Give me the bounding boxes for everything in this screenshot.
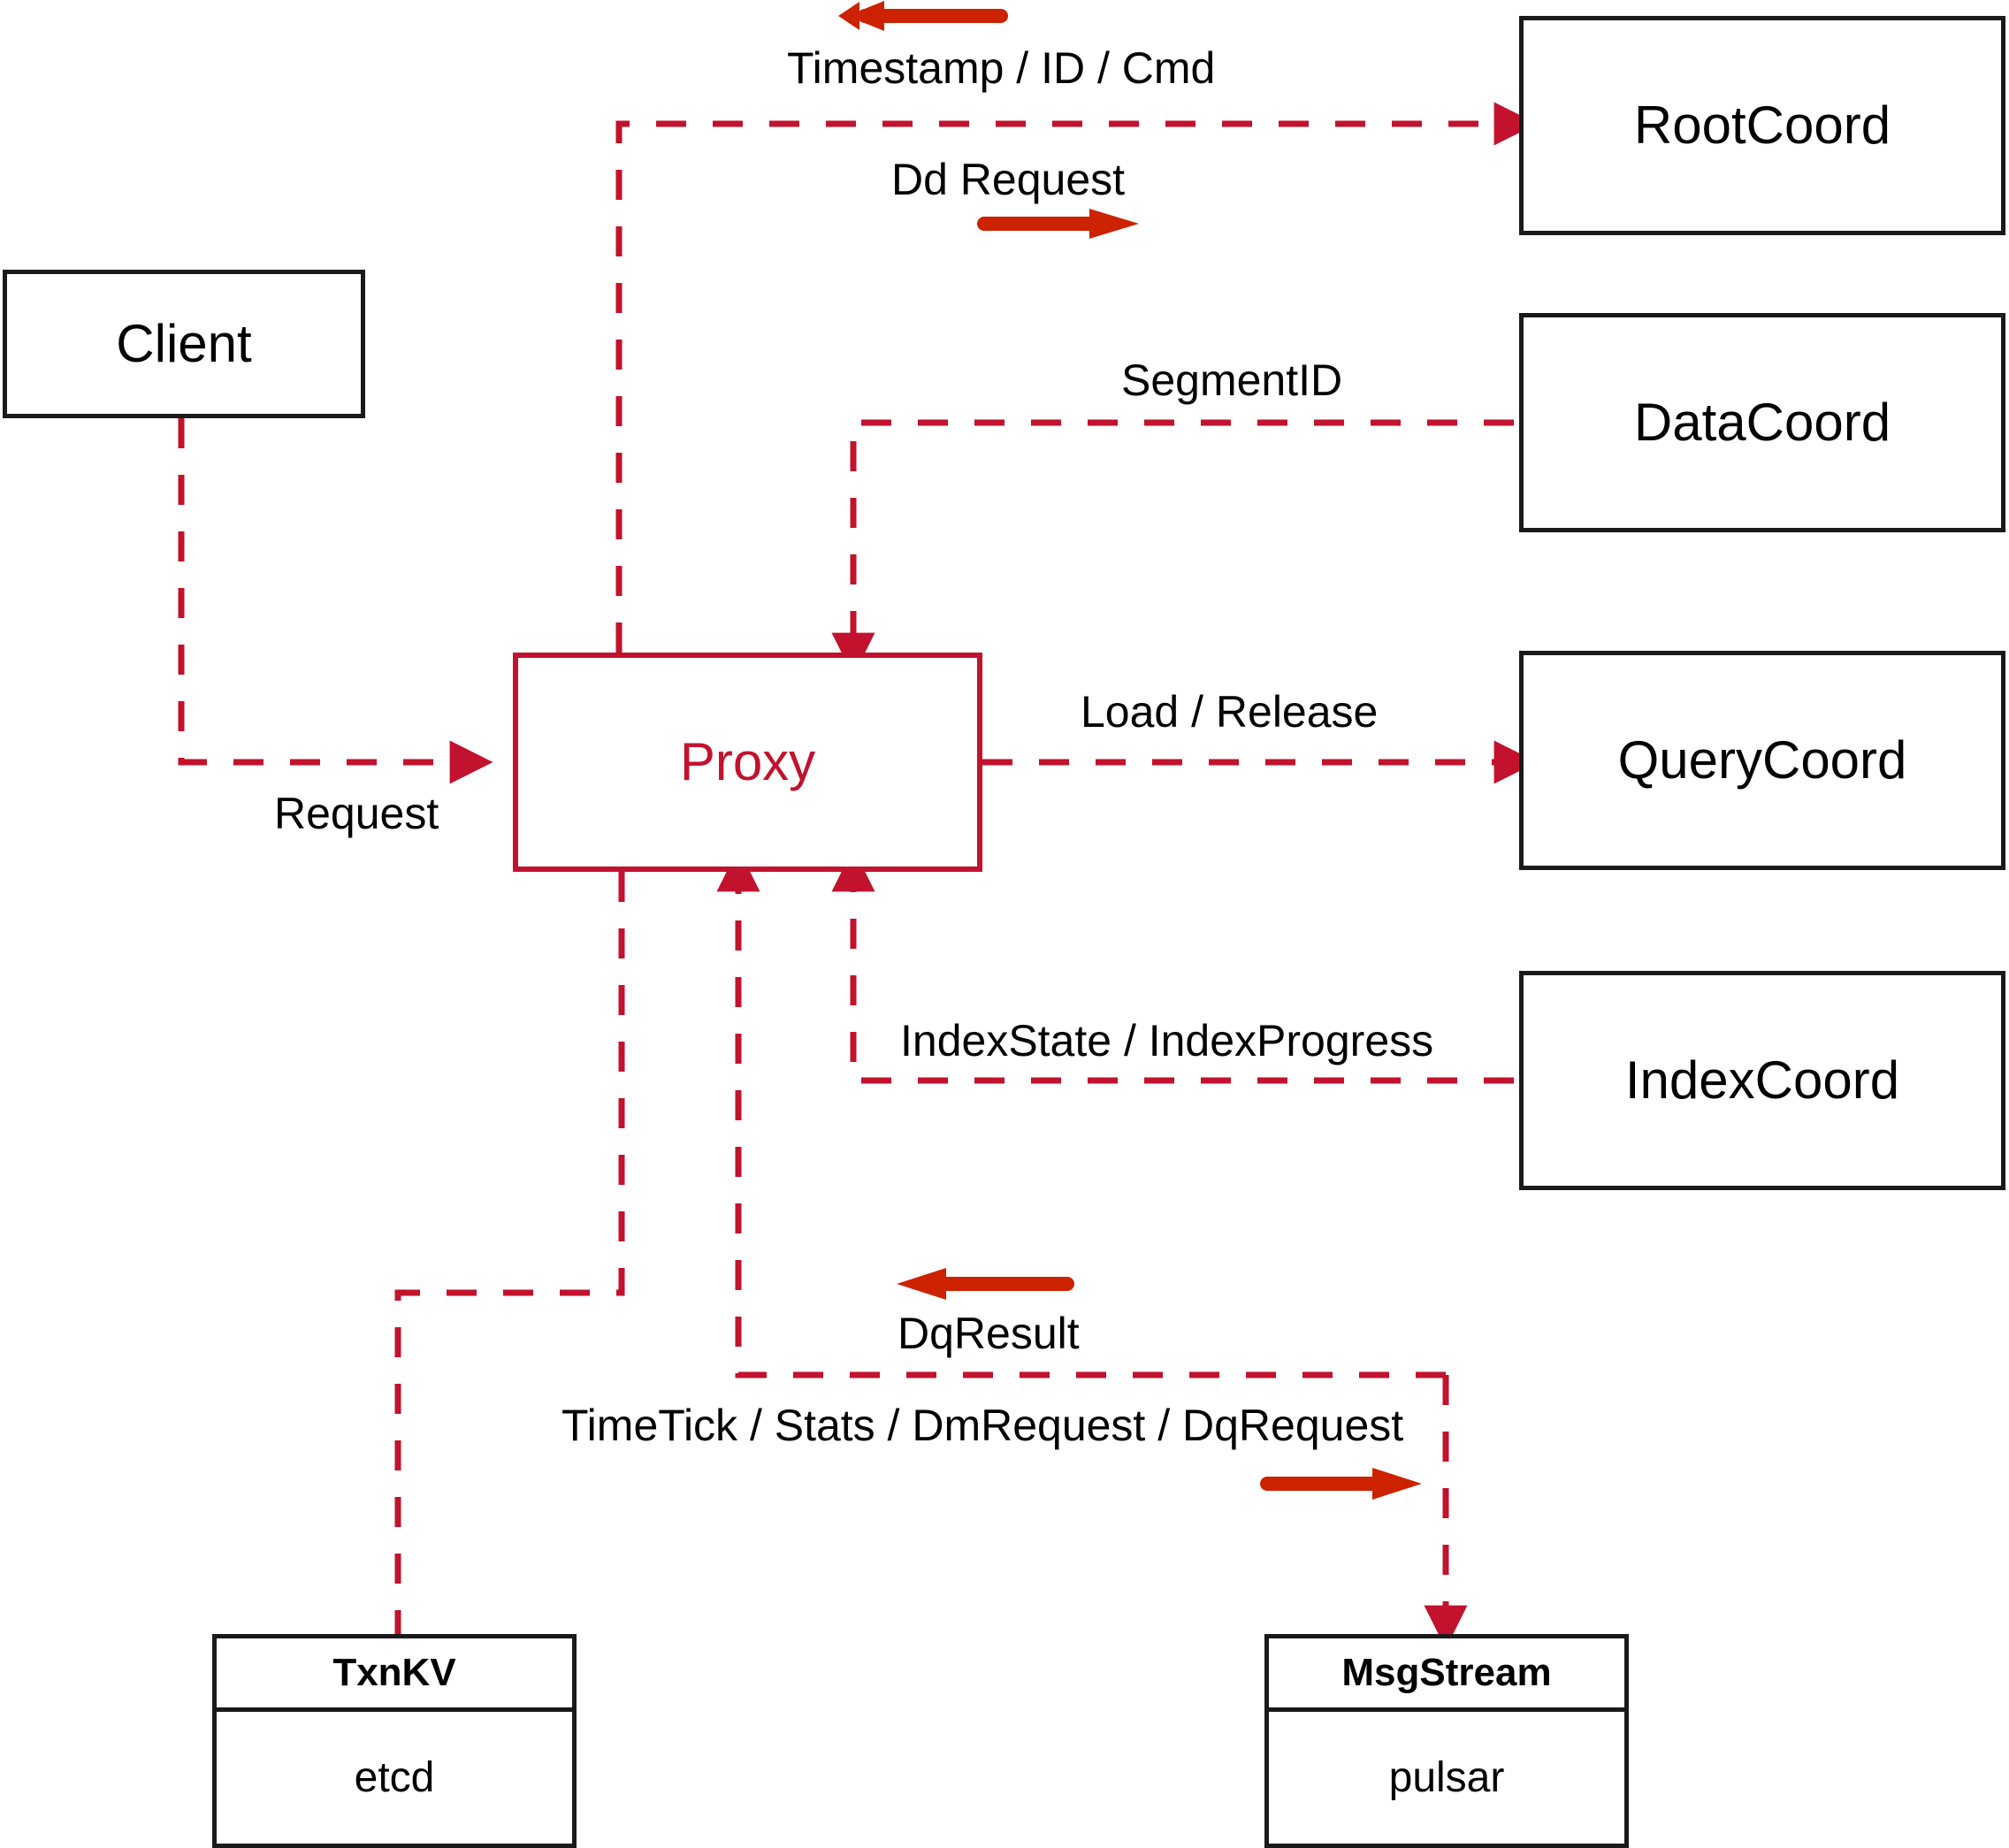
node-indexcoord-label: IndexCoord: [1624, 1050, 1900, 1110]
edge-label-segmentid: SegmentID: [1121, 355, 1343, 405]
node-txnkv-header-label: TxnKV: [332, 1651, 456, 1694]
wire-proxy-to-rootcoord: [615, 102, 1538, 653]
node-msgstream[interactable]: MsgStream pulsar: [1264, 1634, 1629, 1848]
node-txnkv-header: TxnKV: [217, 1638, 572, 1712]
edge-label-load-release: Load / Release: [1081, 687, 1379, 737]
node-txnkv-body-label: etcd: [354, 1754, 435, 1801]
edge-label-indexstate-indexprogress: IndexState / IndexProgress: [900, 1016, 1434, 1065]
wire-msgstream-to-proxy: [716, 848, 1446, 1378]
node-msgstream-body-label: pulsar: [1388, 1754, 1505, 1801]
node-datacoord-label: DataCoord: [1633, 393, 1891, 452]
arrow-timestamp-left: [838, 1, 1008, 31]
node-datacoord[interactable]: DataCoord: [1519, 313, 2005, 532]
wire-datacoord-to-proxy: [831, 419, 1514, 676]
node-querycoord[interactable]: QueryCoord: [1519, 651, 2005, 870]
node-txnkv-body: etcd: [217, 1712, 572, 1844]
node-txnkv[interactable]: TxnKV etcd: [212, 1634, 577, 1848]
arrow-timetick-right: [1260, 1468, 1422, 1500]
wire-indexcoord-to-proxy: [831, 848, 1514, 1084]
node-indexcoord[interactable]: IndexCoord: [1519, 971, 2005, 1190]
direction-arrows: [838, 1, 1422, 1500]
wire-proxy-to-txnkv: [394, 872, 625, 1634]
node-proxy-label: Proxy: [679, 732, 816, 791]
node-querycoord-label: QueryCoord: [1617, 730, 1907, 790]
arrow-dqresult-left: [897, 1268, 1074, 1300]
edge-label-timestamp-id-cmd: Timestamp / ID / Cmd: [787, 43, 1216, 93]
node-msgstream-header: MsgStream: [1269, 1638, 1624, 1712]
node-msgstream-header-label: MsgStream: [1341, 1651, 1552, 1694]
edge-label-timetick-stats-dmrequest-dqrequest: TimeTick / Stats / DmRequest / DqRequest: [561, 1401, 1404, 1450]
node-rootcoord-label: RootCoord: [1633, 95, 1891, 155]
edge-label-dqresult: DqResult: [898, 1309, 1080, 1358]
edge-label-request: Request: [274, 789, 439, 838]
node-client[interactable]: Client: [3, 270, 365, 418]
node-client-label: Client: [116, 314, 252, 373]
dashed-connectors: [178, 102, 1538, 1649]
node-msgstream-body: pulsar: [1269, 1712, 1624, 1844]
node-proxy[interactable]: Proxy: [513, 653, 982, 872]
node-rootcoord[interactable]: RootCoord: [1519, 16, 2005, 235]
wire-client-to-proxy: [178, 418, 493, 784]
arrow-dd-request-right: [977, 209, 1139, 239]
edge-label-dd-request: Dd Request: [891, 155, 1126, 204]
